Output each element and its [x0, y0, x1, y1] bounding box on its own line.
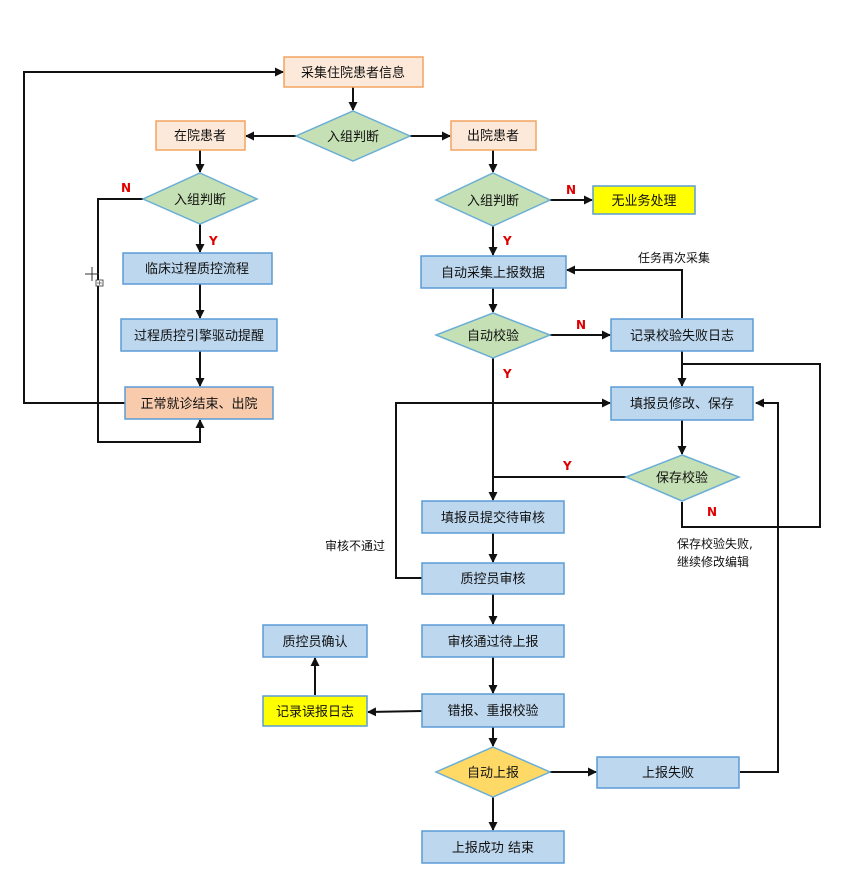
label-misreport-check: 错报、重报校验: [447, 703, 538, 719]
crosshair-cursor-icon: [85, 267, 104, 287]
label-report-success: 上报成功 结束: [452, 841, 534, 856]
node-auto-check: 自动校验: [433, 312, 553, 359]
note-review-reject: 审核不通过: [325, 538, 385, 553]
label-collect-info: 采集住院患者信息: [301, 65, 405, 81]
label-log-fail: 记录校验失败日志: [630, 328, 734, 344]
node-group-judge-left: 入组判断: [141, 172, 259, 225]
mark-no-auto-check: N: [576, 318, 586, 332]
edge-logfail-recollect: [566, 265, 683, 318]
label-discharged: 出院患者: [467, 129, 519, 144]
edge-qcreview-reject: [395, 398, 611, 579]
label-qc-review: 质控员审核: [460, 572, 525, 587]
note-save-fail-line2: 继续修改编辑: [677, 554, 749, 569]
node-save-check: 保存校验: [624, 454, 742, 502]
annotations: 任务再次采集 审核不通过 保存校验失败, 继续修改编辑: [325, 250, 753, 569]
label-report-fail: 上报失败: [642, 766, 694, 781]
label-submit-review: 填报员提交待审核: [441, 510, 545, 526]
node-misreport-check: 错报、重报校验: [421, 693, 565, 728]
label-inpatient: 在院患者: [174, 129, 226, 144]
node-log-misreport: 记录误报日志: [262, 695, 368, 727]
label-group-judge-top: 入组判断: [327, 130, 379, 145]
mark-yes-auto-check: Y: [502, 367, 512, 381]
node-log-fail: 记录校验失败日志: [610, 318, 754, 352]
node-collect-info: 采集住院患者信息: [283, 56, 424, 88]
label-save-check: 保存校验: [656, 470, 708, 486]
node-report-success: 上报成功 结束: [421, 830, 565, 864]
mark-yes-left-judge: Y: [208, 234, 218, 248]
edge-savecheck-no-loop: [681, 363, 821, 528]
mark-no-right-judge: N: [566, 183, 576, 197]
node-qc-confirm: 质控员确认: [262, 624, 368, 658]
node-discharged: 出院患者: [450, 120, 537, 151]
label-auto-collect: 自动采集上报数据: [441, 265, 545, 281]
node-filler-edit: 填报员修改、保存: [610, 386, 754, 421]
node-engine-alert: 过程质控引擎驱动提醒: [120, 318, 278, 352]
note-recollect: 任务再次采集: [638, 250, 710, 265]
node-inpatient: 在院患者: [155, 120, 246, 151]
mark-no-save-check: N: [707, 505, 717, 519]
label-group-judge-left: 入组判断: [174, 193, 226, 208]
note-save-fail-line1: 保存校验失败,: [677, 536, 753, 551]
mark-no-left-judge: N: [121, 181, 131, 195]
node-group-judge-right: 入组判断: [434, 172, 552, 227]
node-clinical-qc: 临床过程质控流程: [122, 252, 273, 285]
node-normal-end: 正常就诊结束、出院: [124, 386, 274, 420]
edge-misreport-to-log: [367, 707, 423, 717]
label-no-business: 无业务处理: [611, 193, 676, 209]
label-group-judge-right: 入组判断: [467, 194, 519, 209]
label-engine-alert: 过程质控引擎驱动提醒: [134, 328, 264, 344]
label-normal-end: 正常就诊结束、出院: [140, 397, 257, 412]
node-auto-report: 自动上报: [434, 746, 552, 798]
label-auto-report: 自动上报: [467, 766, 519, 781]
node-qc-review: 质控员审核: [421, 562, 565, 595]
node-report-fail: 上报失败: [596, 756, 740, 789]
label-filler-edit: 填报员修改、保存: [630, 397, 734, 412]
node-pending-report: 审核通过待上报: [421, 624, 565, 658]
edge-judge-left-no-loop: [97, 198, 205, 443]
label-log-misreport: 记录误报日志: [276, 705, 354, 720]
edge-reportfail-to-filler: [740, 398, 779, 773]
label-pending-report: 审核通过待上报: [447, 635, 538, 650]
branch-marks: N Y N Y N Y Y N: [121, 181, 717, 519]
node-group-judge-top: 入组判断: [294, 110, 412, 162]
mark-yes-right-judge: Y: [502, 234, 512, 248]
label-clinical-qc: 临床过程质控流程: [145, 262, 249, 277]
label-auto-check: 自动校验: [467, 328, 519, 344]
node-no-business: 无业务处理: [592, 185, 696, 215]
node-auto-collect: 自动采集上报数据: [420, 255, 567, 289]
edge-normal-back-to-collect: [23, 67, 284, 404]
label-qc-confirm: 质控员确认: [282, 635, 347, 650]
node-submit-review: 填报员提交待审核: [421, 500, 565, 534]
mark-yes-save-check: Y: [562, 459, 572, 473]
connectors: [23, 67, 821, 831]
